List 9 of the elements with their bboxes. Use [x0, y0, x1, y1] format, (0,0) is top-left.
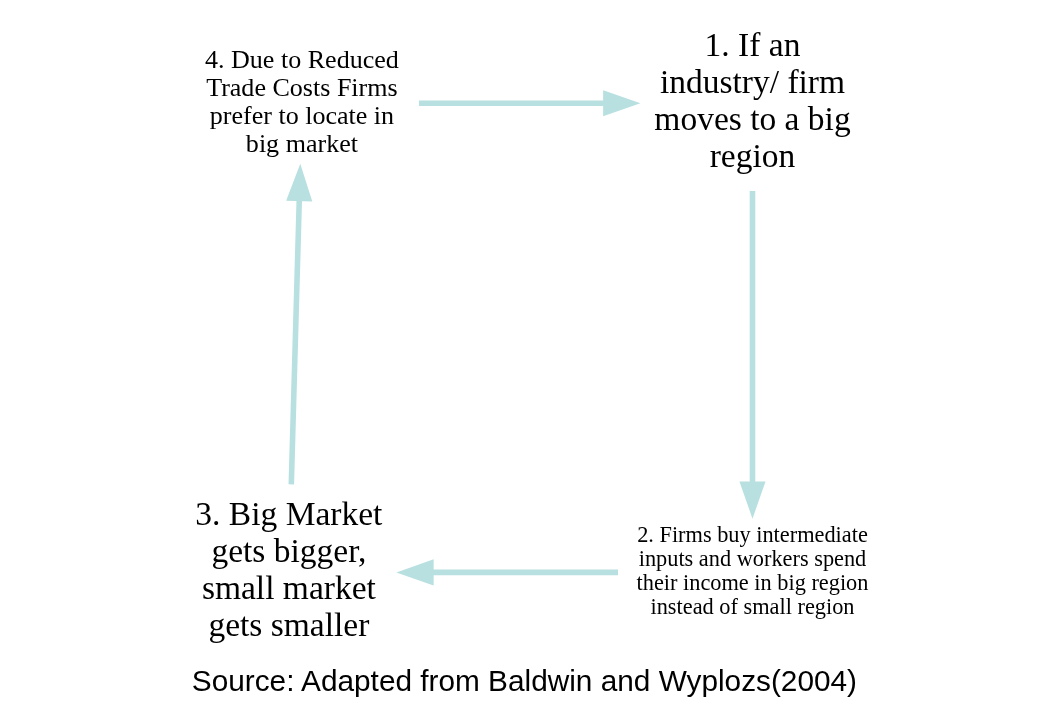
- arrow: [418, 90, 640, 117]
- arrow: [285, 163, 312, 485]
- node-text: 2. Firms buy intermediate inputs and workers spend their income in big region instead of small region: [636, 521, 868, 620]
- arrow: [395, 559, 618, 586]
- caption: Source: Adapted from Baldwin and Wyplozs(2004): [191, 664, 857, 698]
- arrow: [738, 191, 766, 519]
- node-text: 1. If an industry/ firm moves to a big region: [653, 25, 851, 175]
- node-text: 3. Big Market gets bigger, small market gets smaller: [194, 494, 382, 644]
- node-text: 4. Due to Reduced Trade Costs Firms prefer to locate in big market: [204, 45, 399, 158]
